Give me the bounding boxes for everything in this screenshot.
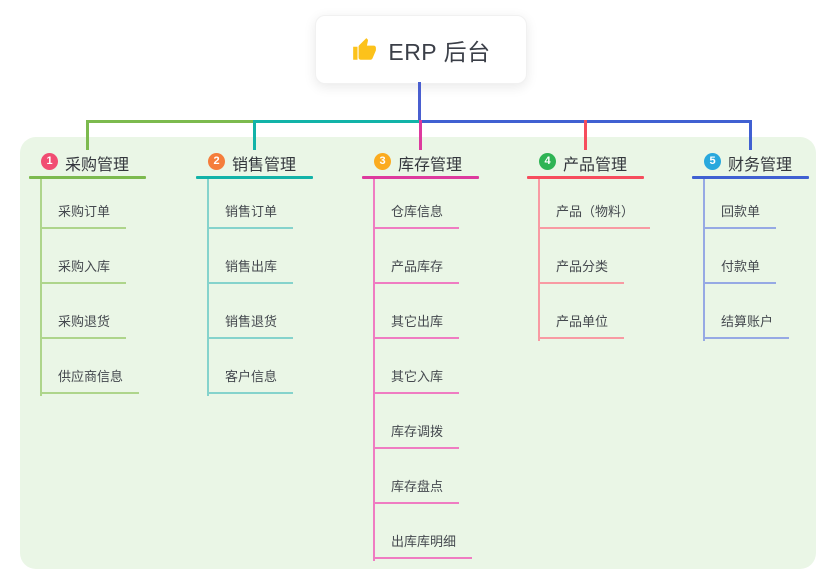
branch-children-5: 回款单付款单结算账户	[692, 179, 839, 339]
child-node[interactable]: 产品库存	[373, 256, 460, 284]
branch-title-5: 财务管理	[728, 157, 793, 174]
branch-3: 3 库存管理仓库信息产品库存其它出库其它入库库存调拨库存盘点出库库明细	[362, 150, 512, 561]
child-node[interactable]: 产品单位	[538, 311, 625, 339]
branch-title-3: 库存管理	[398, 157, 463, 174]
child-node-row: 采购订单	[29, 179, 179, 229]
branch-badge-1: 1	[41, 153, 58, 170]
child-node[interactable]: 其它出库	[373, 311, 460, 339]
branch-underline-1	[29, 176, 146, 179]
branch-children-2: 销售订单销售出库销售退货客户信息	[196, 179, 346, 394]
child-node[interactable]: 采购退货	[40, 311, 127, 339]
branch-1: 1 采购管理采购订单采购入库采购退货供应商信息	[29, 150, 179, 396]
child-node[interactable]: 库存调拨	[373, 421, 460, 449]
branch-node-2[interactable]: 2 销售管理	[196, 150, 346, 176]
child-node-row: 产品库存	[362, 229, 512, 284]
branch-underline-3	[362, 176, 479, 179]
child-node[interactable]: 仓库信息	[373, 201, 460, 229]
child-node[interactable]: 库存盘点	[373, 476, 460, 504]
bus-line-segment-2	[253, 120, 420, 123]
bus-line-segment-1	[86, 120, 253, 123]
child-node-row: 供应商信息	[29, 339, 179, 394]
child-node-row: 销售订单	[196, 179, 346, 229]
branch-2: 2 销售管理销售订单销售出库销售退货客户信息	[196, 150, 346, 396]
child-node[interactable]: 其它入库	[373, 366, 460, 394]
branch-children-1: 采购订单采购入库采购退货供应商信息	[29, 179, 179, 394]
child-node-row: 库存盘点	[362, 449, 512, 504]
child-node-row: 结算账户	[692, 284, 839, 339]
child-node[interactable]: 出库库明细	[373, 531, 473, 559]
branch-badge-5: 5	[704, 153, 721, 170]
branch-spine-1	[40, 179, 42, 396]
child-node[interactable]: 采购入库	[40, 256, 127, 284]
child-node-row: 销售退货	[196, 284, 346, 339]
root-connector-line	[418, 82, 421, 120]
child-node[interactable]: 客户信息	[207, 366, 294, 394]
root-node-label: ERP 后台	[388, 38, 491, 65]
branch-node-4[interactable]: 4 产品管理	[527, 150, 677, 176]
branch-badge-3: 3	[374, 153, 391, 170]
branch-drop-line-3	[419, 120, 422, 150]
child-node[interactable]: 销售订单	[207, 201, 294, 229]
branch-node-1[interactable]: 1 采购管理	[29, 150, 179, 176]
child-node-row: 销售出库	[196, 229, 346, 284]
child-node-row: 产品（物料）	[527, 179, 677, 229]
root-node[interactable]: ERP 后台	[315, 15, 527, 84]
child-node-row: 其它入库	[362, 339, 512, 394]
branch-underline-5	[692, 176, 809, 179]
branch-spine-2	[207, 179, 209, 396]
branch-title-2: 销售管理	[232, 157, 297, 174]
child-node[interactable]: 回款单	[703, 201, 777, 229]
child-node-row: 付款单	[692, 229, 839, 284]
child-node-row: 其它出库	[362, 284, 512, 339]
child-node[interactable]: 采购订单	[40, 201, 127, 229]
branch-badge-4: 4	[539, 153, 556, 170]
child-node-row: 采购入库	[29, 229, 179, 284]
branch-badge-2: 2	[208, 153, 225, 170]
child-node[interactable]: 供应商信息	[40, 366, 140, 394]
branch-drop-line-1	[86, 120, 89, 150]
branch-spine-5	[703, 179, 705, 341]
branch-underline-2	[196, 176, 313, 179]
branch-drop-line-5	[749, 120, 752, 150]
branch-children-3: 仓库信息产品库存其它出库其它入库库存调拨库存盘点出库库明细	[362, 179, 512, 559]
branch-children-4: 产品（物料） 产品分类产品单位	[527, 179, 677, 339]
branch-drop-line-2	[253, 120, 256, 150]
child-node[interactable]: 付款单	[703, 256, 777, 284]
branch-title-1: 采购管理	[65, 157, 130, 174]
branch-underline-4	[527, 176, 644, 179]
child-node-row: 库存调拨	[362, 394, 512, 449]
child-node-row: 客户信息	[196, 339, 346, 394]
branch-drop-line-4	[584, 120, 587, 150]
child-node-row: 产品分类	[527, 229, 677, 284]
child-node-row: 出库库明细	[362, 504, 512, 559]
child-node[interactable]: 结算账户	[703, 311, 790, 339]
child-node-row: 仓库信息	[362, 179, 512, 229]
child-node-row: 采购退货	[29, 284, 179, 339]
child-node[interactable]: 销售出库	[207, 256, 294, 284]
child-node[interactable]: 产品分类	[538, 256, 625, 284]
branch-5: 5 财务管理回款单付款单结算账户	[692, 150, 839, 341]
branch-spine-4	[538, 179, 540, 341]
branch-4: 4 产品管理产品（物料） 产品分类产品单位	[527, 150, 677, 341]
branch-node-5[interactable]: 5 财务管理	[692, 150, 839, 176]
child-node-row: 回款单	[692, 179, 839, 229]
branch-title-4: 产品管理	[563, 157, 628, 174]
branch-spine-3	[373, 179, 375, 561]
child-node-row: 产品单位	[527, 284, 677, 339]
background-panel	[20, 137, 816, 569]
child-node[interactable]: 销售退货	[207, 311, 294, 339]
thumbs-up-icon	[351, 37, 377, 63]
branch-node-3[interactable]: 3 库存管理	[362, 150, 512, 176]
child-node[interactable]: 产品（物料）	[538, 201, 651, 229]
